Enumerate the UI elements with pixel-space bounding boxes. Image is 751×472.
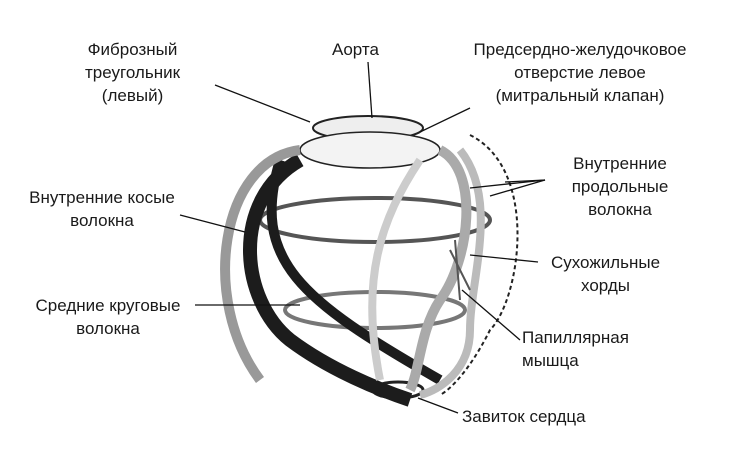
label-vortex: Завиток сердца (462, 407, 586, 426)
oblique-band-dark (243, 153, 413, 407)
leader-lines (179, 61, 546, 414)
label-mitral: Предсердно-желудочковое отверстие левое … (440, 38, 720, 107)
label-line: (левый) (101, 86, 164, 105)
longitudinal-bands (405, 145, 472, 393)
label-line: Внутренние (573, 154, 667, 173)
label-inner-oblique: Внутренние косые волокна (12, 186, 192, 232)
outer-dashed-outline (439, 134, 519, 396)
label-line: волокна (70, 211, 134, 230)
label-inner-longitudinal: Внутренние продольные волокна (555, 152, 685, 221)
left-outer-band (220, 145, 301, 383)
label-line: Средние круговые (35, 296, 181, 315)
label-line: мышца (522, 351, 579, 370)
oblique-band-dark-2 (266, 158, 443, 385)
label-line: хорды (581, 276, 630, 295)
label-line: Сухожильные (550, 253, 661, 272)
label-line: волокна (588, 200, 652, 219)
label-line: волокна (76, 319, 140, 338)
chordae-lines (449, 239, 471, 301)
label-line: продольные (571, 177, 669, 196)
label-line: Фиброзный (87, 40, 178, 59)
label-line: (митральный клапан) (495, 86, 665, 105)
label-fibrous-triangle: Фиброзный треугольник (левый) (85, 38, 180, 107)
circular-band-1 (258, 196, 492, 244)
label-line: Внутренние косые (29, 188, 175, 207)
label-aorta: Аорта (332, 40, 379, 59)
label-line: Папиллярная (522, 328, 629, 347)
label-papillary: Папиллярная мышца (522, 326, 629, 372)
label-middle-circular: Средние круговые волокна (18, 294, 198, 340)
label-chordae: Сухожильные хорды (538, 251, 673, 297)
label-line: Предсердно-желудочковое (473, 40, 687, 59)
label-line: треугольник (85, 63, 181, 82)
label-line: отверстие левое (514, 63, 646, 82)
